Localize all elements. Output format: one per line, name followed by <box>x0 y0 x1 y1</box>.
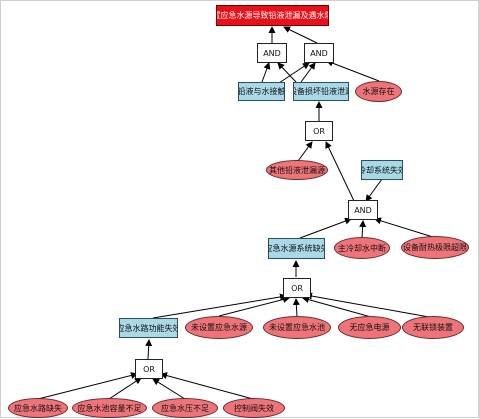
basic-waterway-missing: 应急水路缺失 <box>8 398 68 418</box>
edge-maincool-andmid <box>359 220 367 239</box>
or-gate-bottom: OR <box>135 359 163 379</box>
and-gate-left: AND <box>257 43 287 63</box>
basic-no-emergency-pool: 未设置应急水池 <box>263 316 331 339</box>
edge-lead-andright <box>278 62 310 84</box>
event-lead-water-contact: 铅液与水接触 <box>238 82 285 101</box>
edge-waterway-orlower <box>152 293 287 319</box>
edge-nopool-orlower <box>292 298 300 318</box>
edge-lead-andleft <box>261 62 271 83</box>
edge-nopower-orlower <box>302 296 372 318</box>
edge-emwater-andmid <box>299 217 352 239</box>
edge-water-andright <box>326 59 380 82</box>
basic-pressure-low: 应急水压不足 <box>152 398 218 418</box>
basic-no-interlock: 无联锁装置 <box>402 316 464 339</box>
and-gate-right: AND <box>304 43 334 63</box>
or-gate-mid: OR <box>305 121 333 141</box>
edge-valve-orbottom <box>160 372 254 400</box>
edge-and-right-top <box>283 26 318 44</box>
event-waterway-failure: 应急水路功能失效 <box>119 318 178 338</box>
or-gate-lower: OR <box>283 278 311 298</box>
top-event: 设置应急水源导致铅液泄漏及遇水爆炸 <box>216 5 329 26</box>
edge-nointerlock-orlower <box>305 292 430 318</box>
edge-andmid-ormid <box>325 141 355 202</box>
event-cooling-failure: 冷却系统失效 <box>361 160 403 180</box>
edge-cooling-andmid <box>365 178 383 202</box>
edge-leak-andright <box>300 62 316 83</box>
edge-pressure-orbottom <box>152 378 186 400</box>
basic-main-cooling-interrupt: 主冷却水中断 <box>334 237 390 259</box>
event-emergency-water-missing: 应急水源系统缺失 <box>268 238 325 259</box>
basic-no-emergency-water: 未设置应急水源 <box>185 316 253 339</box>
and-gate-mid: AND <box>348 200 378 220</box>
event-equipment-leak: 设备损坏铅液泄漏 <box>293 82 349 101</box>
edge-other-ormid <box>297 141 313 162</box>
edge-leak-andleft <box>277 62 297 83</box>
basic-pool-capacity-low: 应急水池容量不足 <box>72 398 147 418</box>
edge-poolcap-orbottom <box>108 377 142 400</box>
basic-no-emergency-power: 无应急电源 <box>338 316 401 339</box>
edge-waterwaymissing-orbottom <box>37 372 138 400</box>
edge-orbottom-waterway <box>145 339 153 360</box>
basic-heat-limit-exceeded: 设备耐热极限超限 <box>401 236 469 259</box>
edge-heat-andmid <box>374 217 434 238</box>
edge-noemwater-orlower <box>218 296 290 317</box>
basic-other-leak: 其他铅液泄漏源 <box>266 160 328 180</box>
basic-valve-failure: 控制阀失效 <box>223 398 285 418</box>
basic-water-source-exists: 水源存在 <box>355 81 402 102</box>
